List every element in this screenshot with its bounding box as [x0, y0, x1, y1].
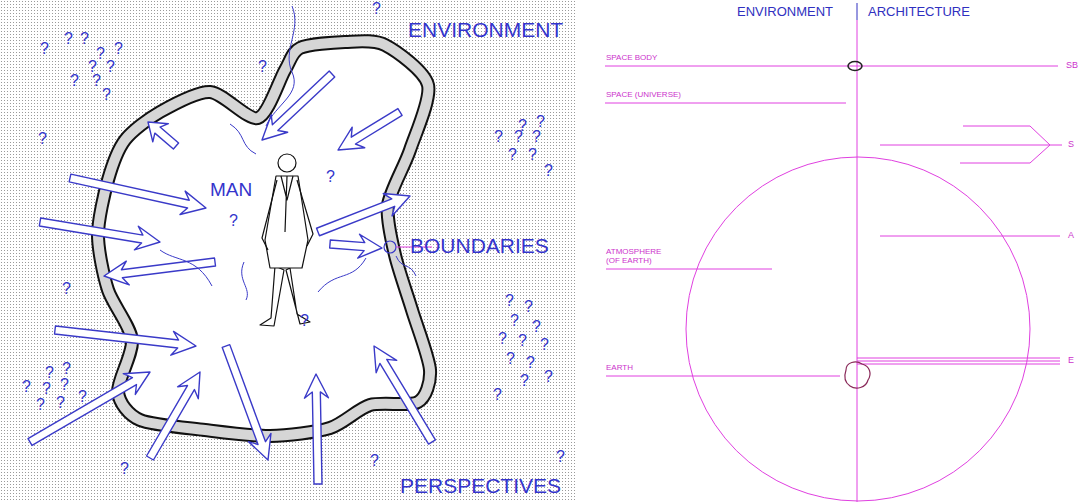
fork-line [963, 126, 1050, 145]
region-label: BOUNDARIES [410, 234, 549, 257]
question-mark: ? [544, 368, 553, 386]
axis-line [857, 20, 858, 502]
earth-line [857, 364, 1060, 365]
question-mark: ? [505, 292, 514, 310]
question-mark: ? [36, 396, 45, 414]
level-label: SPACE (UNIVERSE) [606, 91, 681, 100]
question-mark: ? [544, 162, 553, 180]
question-mark: ? [520, 372, 529, 390]
level-code: S [1068, 140, 1074, 150]
question-mark: ? [508, 146, 517, 164]
question-mark: ? [540, 336, 549, 354]
question-mark: ? [114, 40, 123, 58]
question-mark: ? [229, 212, 238, 230]
space-body-line [605, 66, 1058, 67]
question-mark: ? [494, 128, 503, 146]
question-mark: ? [526, 354, 535, 372]
question-mark: ? [96, 45, 105, 63]
question-mark: ? [40, 40, 49, 58]
question-mark: ? [506, 350, 515, 368]
question-mark: ? [493, 386, 502, 404]
question-mark: ? [62, 360, 71, 378]
question-mark: ? [498, 330, 507, 348]
question-mark: ? [106, 58, 115, 76]
question-mark: ? [372, 0, 381, 18]
region-label: ENVIRONMENT [408, 18, 563, 41]
question-mark: ? [92, 72, 101, 90]
question-mark: ? [60, 376, 69, 394]
fork-line [960, 145, 1050, 163]
level-code: SB [1066, 61, 1078, 71]
boundary-outer [98, 41, 430, 436]
atmosphere-line [880, 236, 1060, 237]
question-mark: ? [38, 130, 47, 148]
space-line [605, 103, 846, 104]
level-code: A [1068, 231, 1074, 241]
question-mark: ? [70, 72, 79, 90]
question-mark: ? [45, 364, 54, 382]
level-label: EARTH [606, 364, 633, 373]
question-mark: ? [524, 298, 533, 316]
question-mark: ? [42, 380, 51, 398]
level-code: E [1068, 356, 1074, 366]
boundary-blob: MAN [80, 28, 450, 453]
column-heading: ENVIRONMENT [737, 5, 833, 19]
question-mark: ? [258, 58, 267, 76]
space-body-symbol [848, 62, 862, 71]
atmosphere-circle [686, 157, 1030, 501]
question-mark: ? [532, 318, 541, 336]
question-mark: ? [300, 312, 309, 330]
question-mark: ? [80, 30, 89, 48]
question-mark: ? [514, 128, 523, 146]
question-mark: ? [326, 168, 335, 186]
dotted-field [0, 0, 576, 502]
earth-line [857, 358, 1060, 359]
boundary-band [98, 41, 430, 436]
question-mark: ? [518, 332, 527, 350]
question-mark: ? [528, 146, 537, 164]
atmosphere-line [606, 269, 772, 270]
header-divider [857, 3, 858, 20]
node-label: MAN [210, 179, 252, 201]
question-mark: ? [78, 388, 87, 406]
level-label: SPACE BODY [606, 54, 657, 63]
earth-line [857, 361, 1060, 362]
column-heading: ARCHITECTURE [868, 5, 970, 19]
earth-line [606, 376, 840, 377]
right-panel [605, 3, 1062, 502]
question-mark: ? [370, 452, 379, 470]
space-line [880, 145, 1062, 146]
earth-symbol [845, 362, 870, 388]
question-mark: ? [556, 448, 565, 466]
question-mark: ? [532, 128, 541, 146]
question-mark: ? [510, 312, 519, 330]
level-label: ATMOSPHERE (OF EARTH) [606, 248, 676, 266]
question-mark: ? [64, 30, 73, 48]
question-mark: ? [536, 113, 545, 131]
question-mark: ? [62, 280, 71, 298]
region-label: PERSPECTIVES [400, 474, 561, 497]
question-mark: ? [102, 86, 111, 104]
blob-outline [80, 28, 450, 453]
question-mark: ? [120, 460, 129, 478]
question-mark: ? [56, 394, 65, 412]
question-mark: ? [22, 378, 31, 396]
